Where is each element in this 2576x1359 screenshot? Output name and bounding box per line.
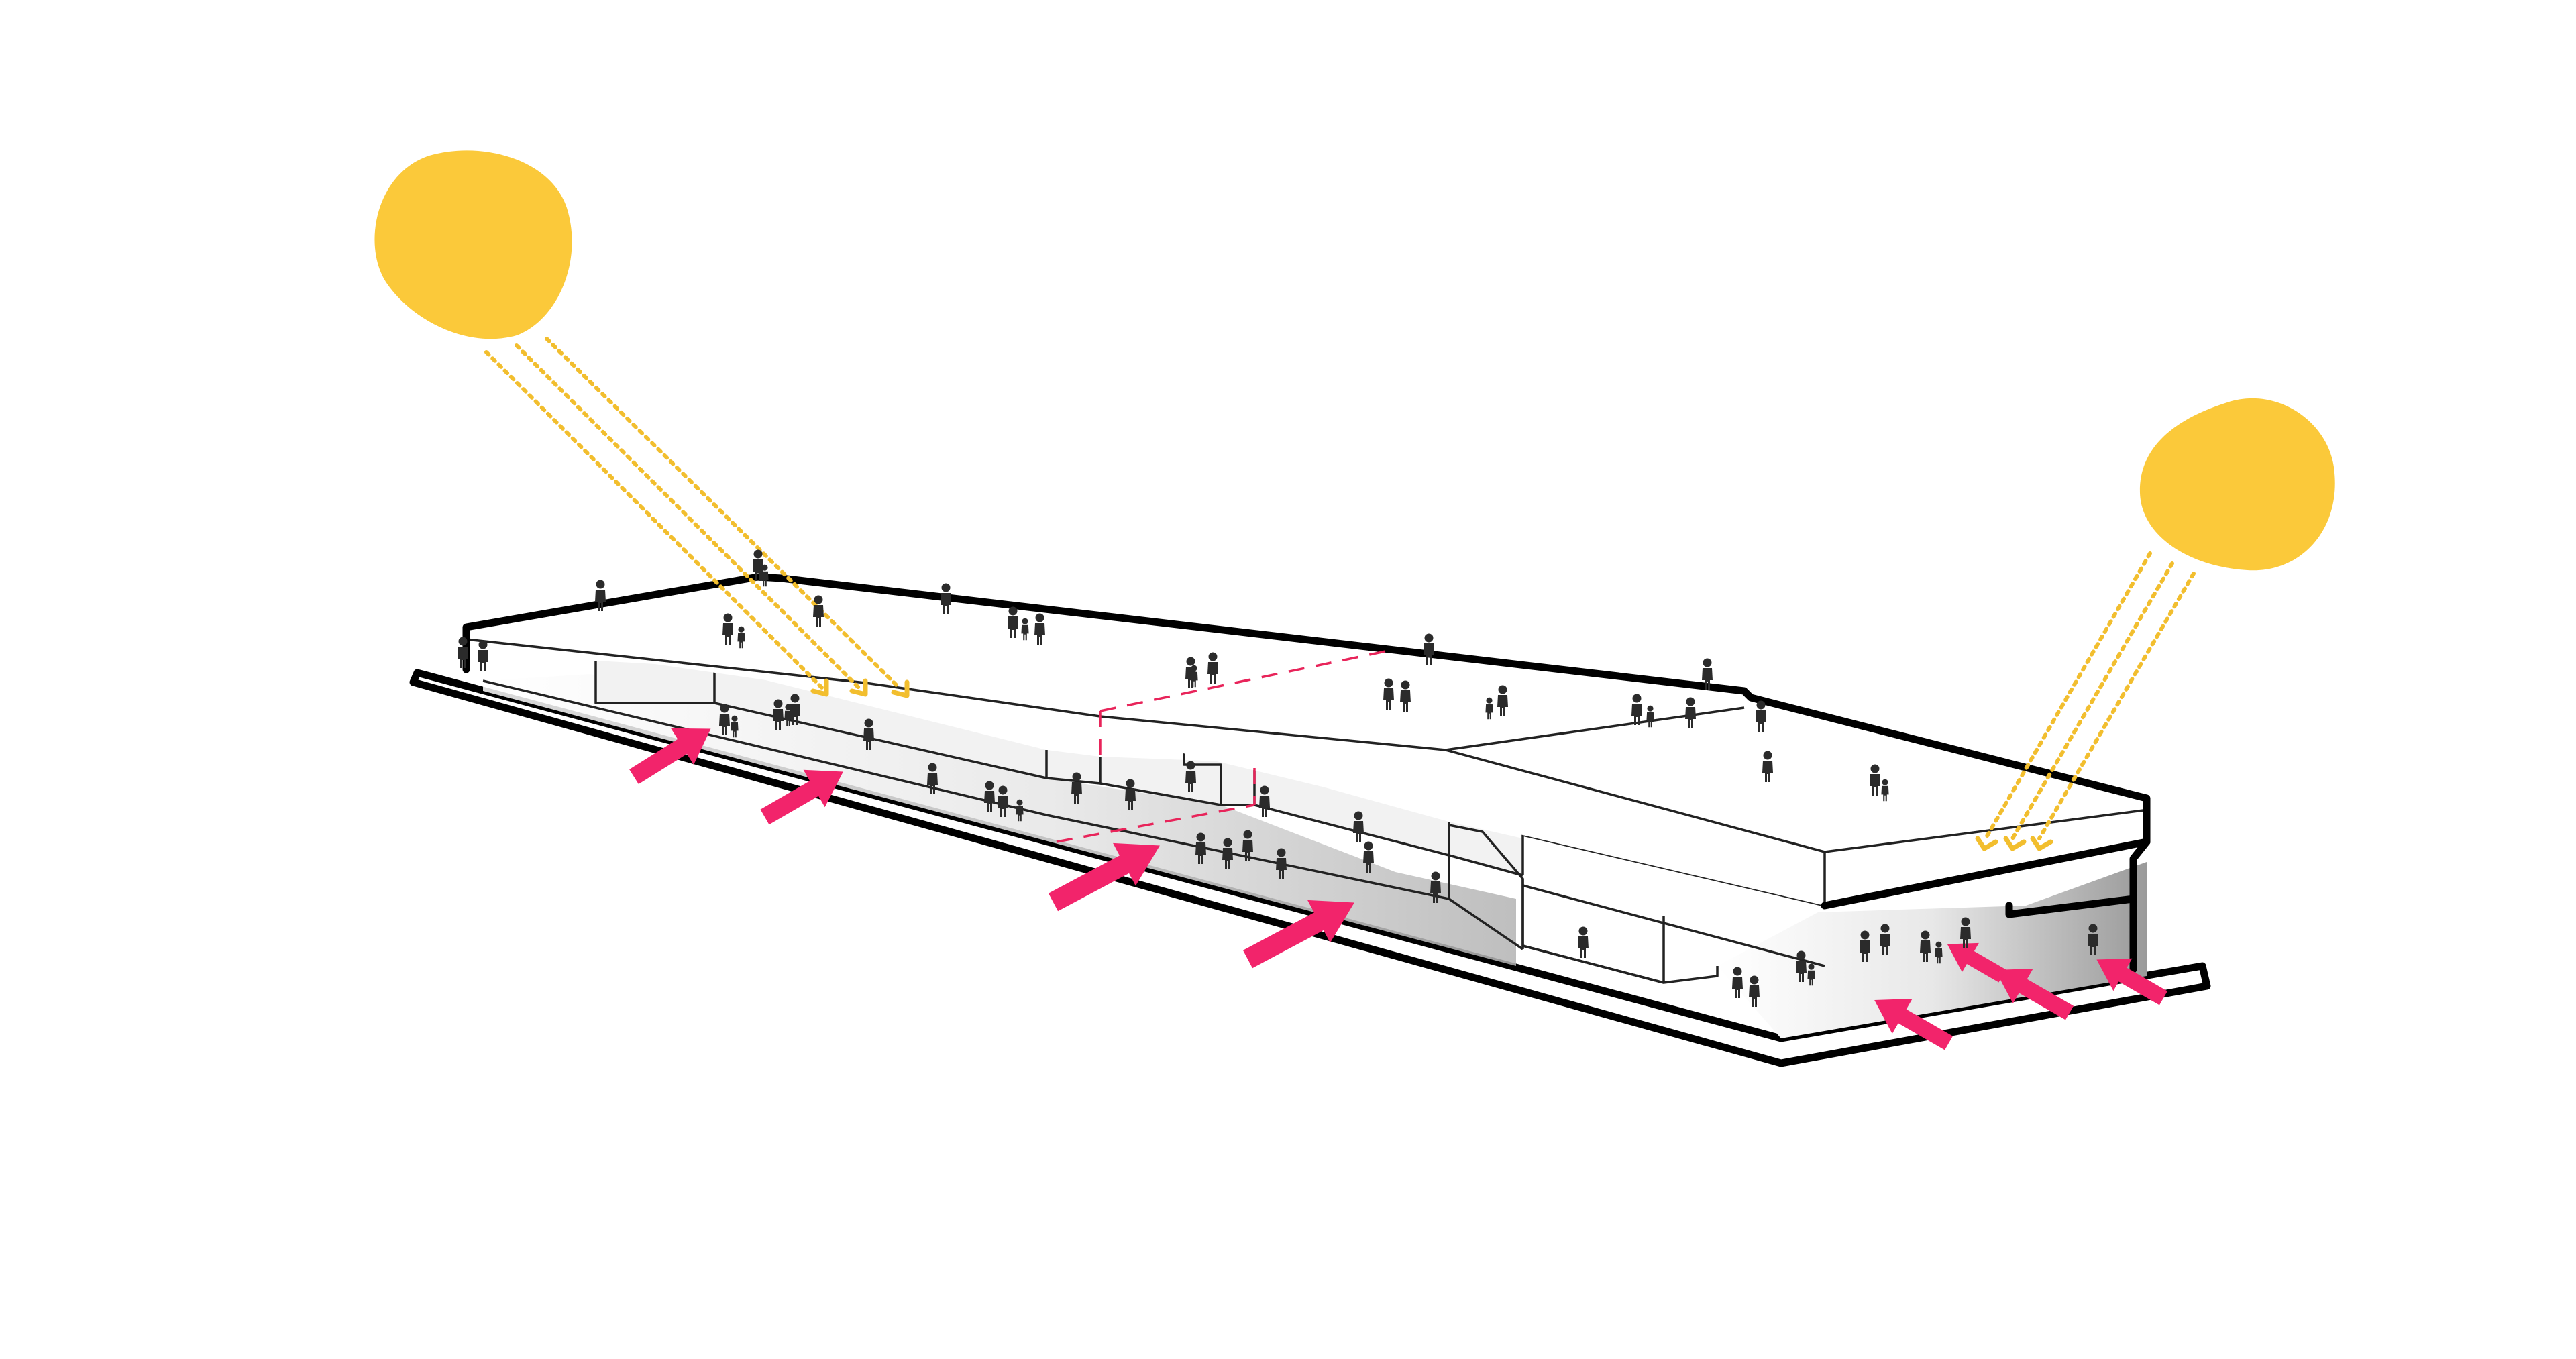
person-figure — [1860, 930, 1870, 962]
person-figure — [753, 549, 763, 581]
airflow-arrow-8 — [1947, 942, 2006, 983]
person-figure — [1424, 633, 1434, 665]
person-figure — [1185, 761, 1196, 792]
person-figure — [1353, 811, 1364, 842]
person-figure — [1208, 652, 1218, 684]
person-figure — [1702, 658, 1713, 690]
sun-rays-left — [484, 337, 910, 698]
person-figure — [1242, 830, 1253, 861]
person-figure — [1222, 838, 1233, 869]
person-figure — [1807, 963, 1815, 986]
person-figure — [1935, 941, 1943, 964]
person-figure — [1881, 779, 1889, 802]
person-figure — [984, 781, 995, 812]
airflow-arrow-4 — [1242, 900, 1354, 969]
person-figure — [1762, 751, 1773, 782]
person-figure — [1960, 917, 1971, 948]
person-figure — [863, 718, 874, 750]
person-figure — [719, 704, 730, 735]
person-figure — [927, 763, 938, 794]
person-figure — [722, 613, 733, 645]
airflow-arrow-7 — [2096, 958, 2167, 1005]
person-figure — [1430, 871, 1441, 903]
airflow-arrow-5 — [1874, 999, 1953, 1050]
person-figure — [1485, 697, 1493, 720]
airflow-arrow-2 — [760, 769, 843, 825]
ground-floor-recess — [483, 674, 1516, 966]
person-figure — [2088, 924, 2098, 955]
person-figure — [1880, 924, 1890, 955]
person-figure — [478, 640, 488, 671]
person-figure — [1363, 841, 1374, 873]
airflow-arrow-6 — [1995, 969, 2074, 1020]
person-figure — [773, 699, 784, 730]
person-figure — [1259, 785, 1270, 817]
person-figure — [1578, 926, 1589, 958]
person-figure — [595, 580, 606, 611]
person-figure — [1008, 606, 1018, 638]
person-figure — [1631, 694, 1642, 725]
person-figure — [813, 595, 824, 627]
person-figure — [941, 583, 951, 614]
airflow-arrow-1 — [629, 728, 711, 785]
person-figure — [1756, 700, 1766, 732]
person-figure — [1920, 930, 1931, 962]
person-figure — [1034, 613, 1045, 645]
person-figure — [458, 637, 468, 668]
person-figure — [1195, 832, 1206, 864]
person-figure — [1870, 764, 1880, 796]
section-cut-lines — [1056, 649, 1389, 843]
people-figures — [458, 549, 2098, 1007]
person-figure — [1071, 772, 1082, 804]
sun-right-icon — [2139, 398, 2335, 571]
roof-slab — [462, 573, 2151, 973]
person-figure — [1685, 697, 1696, 728]
person-figure — [1497, 685, 1508, 716]
person-figure — [1732, 967, 1743, 998]
sun-left-icon — [374, 150, 572, 339]
person-figure — [1125, 779, 1136, 810]
person-figure — [1276, 848, 1287, 879]
person-figure — [998, 785, 1008, 817]
airflow-arrow-3 — [1048, 842, 1160, 912]
person-figure — [1400, 680, 1411, 712]
person-figure — [1796, 950, 1807, 982]
person-figure — [790, 694, 800, 725]
person-figure — [1383, 678, 1394, 710]
person-figure — [1749, 975, 1760, 1007]
person-figure — [1646, 705, 1654, 728]
sun-rays-right — [1975, 551, 2196, 851]
